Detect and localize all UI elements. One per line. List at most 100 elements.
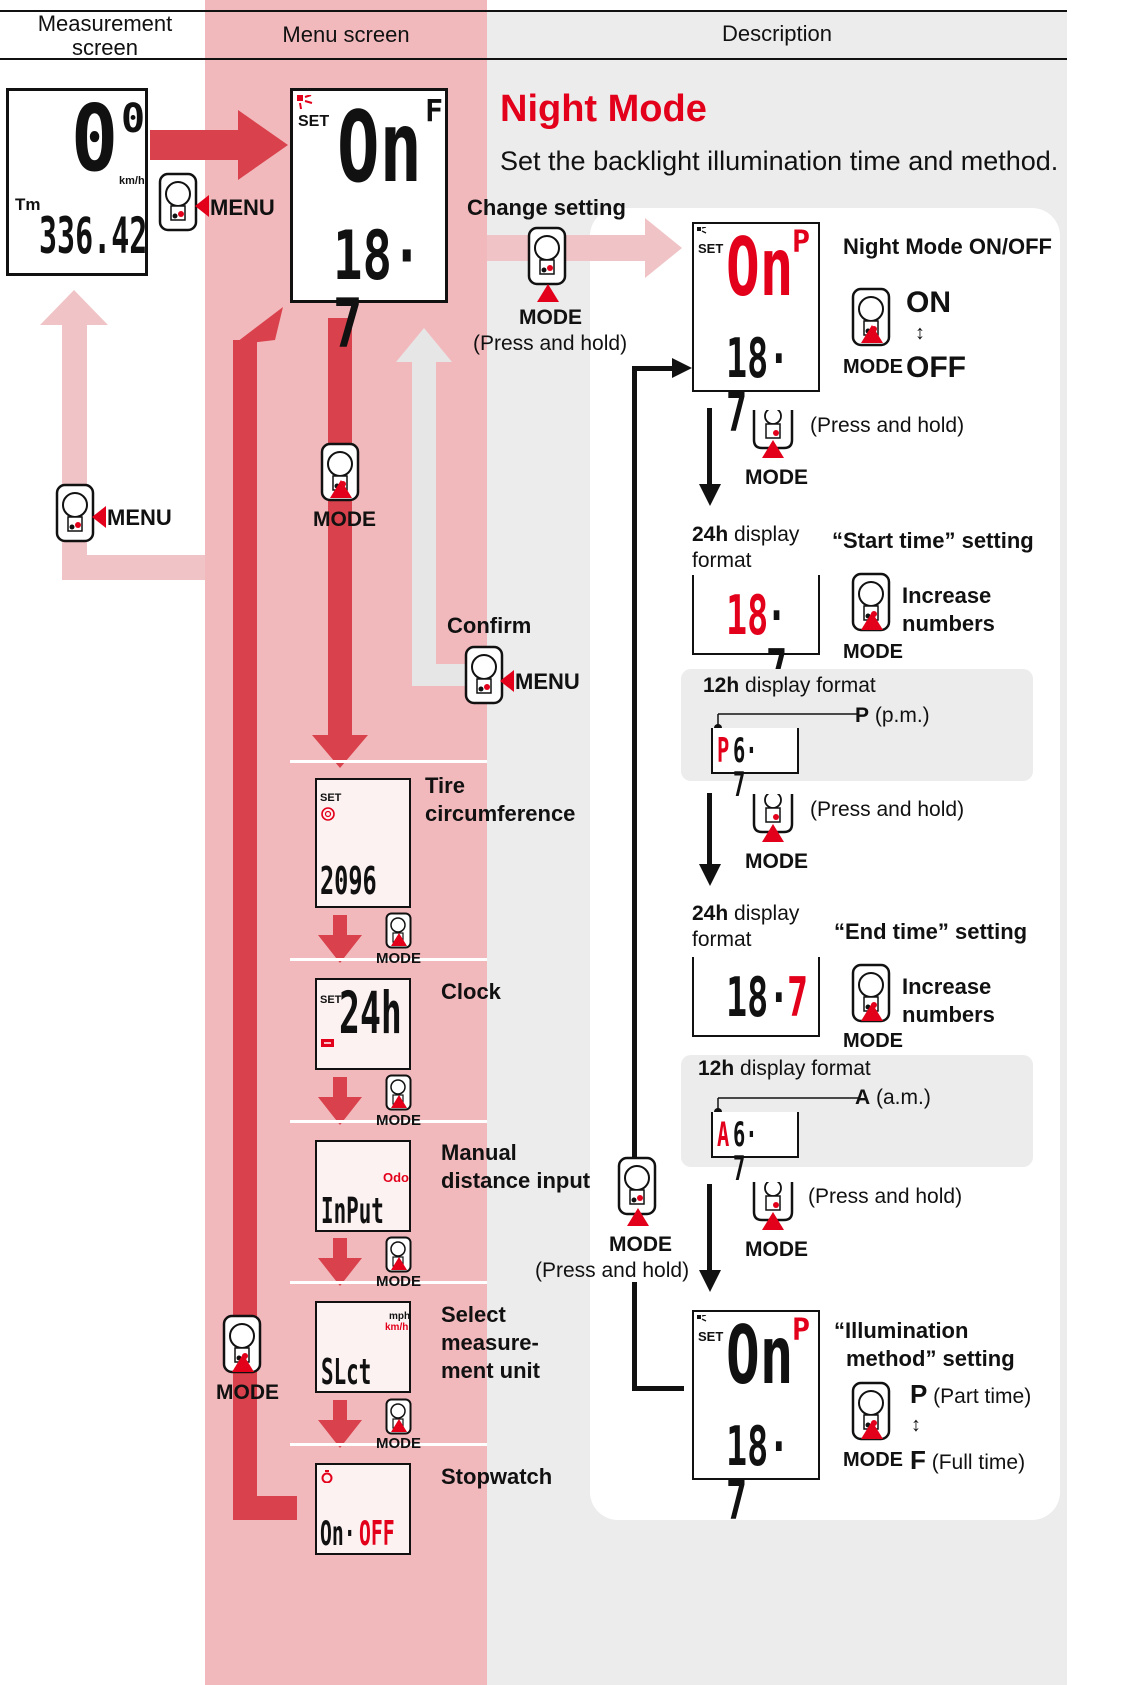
device-icon	[851, 963, 891, 1023]
mode-label-hold-2: MODE	[745, 850, 808, 873]
end-lcd-minutes: 7	[787, 966, 809, 1029]
start-12h-lcd: P 6· 7	[711, 728, 799, 802]
night-lcd-1-bottom: 18· 7	[726, 327, 790, 444]
night-lcd-4: SET On P 18· 7	[692, 1310, 820, 1528]
stopwatch-lcd: On· OFF	[315, 1463, 411, 1555]
tire-icon	[321, 807, 335, 821]
start-12h-lcd-p: P	[717, 731, 730, 771]
unit-mph: mph	[389, 1311, 411, 1322]
start-12h-lcd-rest: 6· 7	[733, 731, 758, 805]
mode-mini-4-label: MODE	[376, 1435, 421, 1452]
part-time-option: P (Part time)	[910, 1379, 1032, 1409]
arrow-item-2-3	[318, 1077, 362, 1125]
header-measurement-screen: Measurement screen	[37, 11, 173, 60]
mode-label-illum: MODE	[843, 1449, 903, 1471]
mode-button-illum[interactable]	[851, 1381, 893, 1443]
device-icon	[158, 172, 198, 232]
am-marker: A (a.m.)	[855, 1086, 931, 1109]
unit-lcd: mph km/h SLct	[315, 1301, 411, 1393]
night-lcd-1: SET On P 18· 7	[692, 222, 820, 440]
pm-marker: P (p.m.)	[855, 704, 930, 727]
press-hold-2: (Press and hold)	[810, 798, 965, 821]
mode-label-start: MODE	[843, 641, 903, 663]
change-setting-label: Change setting	[467, 195, 626, 220]
end-12h-lcd: A 6· 7	[711, 1112, 799, 1186]
menu-button-1[interactable]	[158, 172, 200, 234]
unit-lcd-value: SLct	[321, 1352, 372, 1393]
header-top-rule	[0, 10, 1067, 12]
arrowhead-menu-down	[312, 735, 368, 768]
end-12h-lcd-a: A	[717, 1115, 730, 1155]
end-time-title: “End time” setting	[834, 919, 1028, 944]
black-arrow-3	[707, 1184, 712, 1274]
stopwatch-lcd-off: OFF	[359, 1514, 395, 1554]
device-icon	[527, 226, 567, 286]
mode-button-hold-2[interactable]	[752, 791, 794, 839]
end-lcd-rest: 18·	[726, 966, 790, 1029]
mode-label-loop: MODE	[216, 1381, 279, 1404]
header-bottom-rule	[0, 58, 1067, 60]
on-option: ON	[906, 286, 951, 319]
menu-lcd-top: On	[337, 91, 422, 205]
press-hold-loop: (Press and hold)	[535, 1259, 690, 1282]
mode-mini-1-label: MODE	[376, 950, 421, 967]
black-arrow-1	[707, 408, 712, 488]
menu-button-return[interactable]	[55, 483, 97, 545]
measurement-lcd: 0 0 km/h Tm 336.42	[6, 88, 148, 276]
start-24h-format: 24h display format	[692, 523, 800, 572]
black-loop-vertical-lower	[632, 1282, 637, 1390]
device-icon	[55, 483, 95, 543]
full-time-option: F (Full time)	[910, 1445, 1026, 1475]
end-24h-format: 24h display format	[692, 902, 800, 951]
tire-lcd: SET 2096	[315, 778, 411, 908]
trip-time: 336.42	[39, 207, 148, 265]
item-clock-label: Clock	[441, 979, 501, 1004]
menu-lcd-top-sup: F	[425, 94, 444, 129]
press-hold-3: (Press and hold)	[808, 1185, 963, 1208]
start-lcd-hours: 18	[726, 584, 769, 647]
arrow-item-4-5	[318, 1400, 362, 1448]
speed-unit: km/h	[119, 175, 145, 187]
mode-button-start[interactable]	[851, 572, 893, 634]
press-hold-change: (Press and hold)	[473, 332, 628, 355]
unit-kmh: km/h	[385, 1322, 409, 1333]
updown-arrow-icon: ↕	[915, 322, 925, 344]
menu-label-return: MENU	[107, 505, 172, 530]
menu-label-1: MENU	[210, 195, 275, 220]
off-option: OFF	[906, 351, 966, 384]
mode-label-menu: MODE	[313, 508, 376, 531]
press-hold-1: (Press and hold)	[810, 414, 965, 437]
clock-icon	[321, 1039, 334, 1047]
mode-button-change[interactable]	[527, 226, 569, 288]
tire-lcd-value: 2096	[320, 859, 377, 903]
mode-button-end[interactable]	[851, 963, 893, 1025]
mode-mini-3[interactable]	[385, 1236, 413, 1279]
end-lcd: 18· 7	[692, 957, 820, 1037]
start-12h-format: 12h display format	[703, 674, 876, 697]
speed-value: 0	[71, 85, 119, 192]
black-loop-bottom	[632, 1386, 684, 1391]
night-lcd-4-bottom: 18· 7	[726, 1415, 790, 1532]
confirm-label: Confirm	[447, 613, 532, 638]
arrow-confirm-horizontal	[412, 664, 470, 686]
night-lcd-4-sup: P	[792, 1313, 811, 1348]
mode-button-menu[interactable]	[320, 442, 362, 504]
mode-label-change: MODE	[519, 306, 582, 329]
clock-lcd: SET 24h	[315, 978, 411, 1070]
end-12h-lcd-rest: 6· 7	[733, 1115, 758, 1189]
mode-mini-3-label: MODE	[376, 1273, 421, 1290]
black-arrow-2	[707, 793, 712, 866]
light-icon	[297, 95, 313, 110]
menu-button-confirm[interactable]	[464, 645, 506, 707]
onoff-title: Night Mode ON/OFF	[843, 234, 1052, 259]
stopwatch-lcd-on: On·	[320, 1514, 356, 1554]
arrowhead-measurement-to-menu	[238, 110, 288, 180]
arrowhead-loop-up	[233, 307, 283, 345]
end-12h-format: 12h display format	[698, 1057, 871, 1080]
arrow-item-3-4	[318, 1238, 362, 1286]
mode-label-loop-back: MODE	[609, 1233, 672, 1256]
arrowhead-confirm-up	[396, 328, 452, 362]
